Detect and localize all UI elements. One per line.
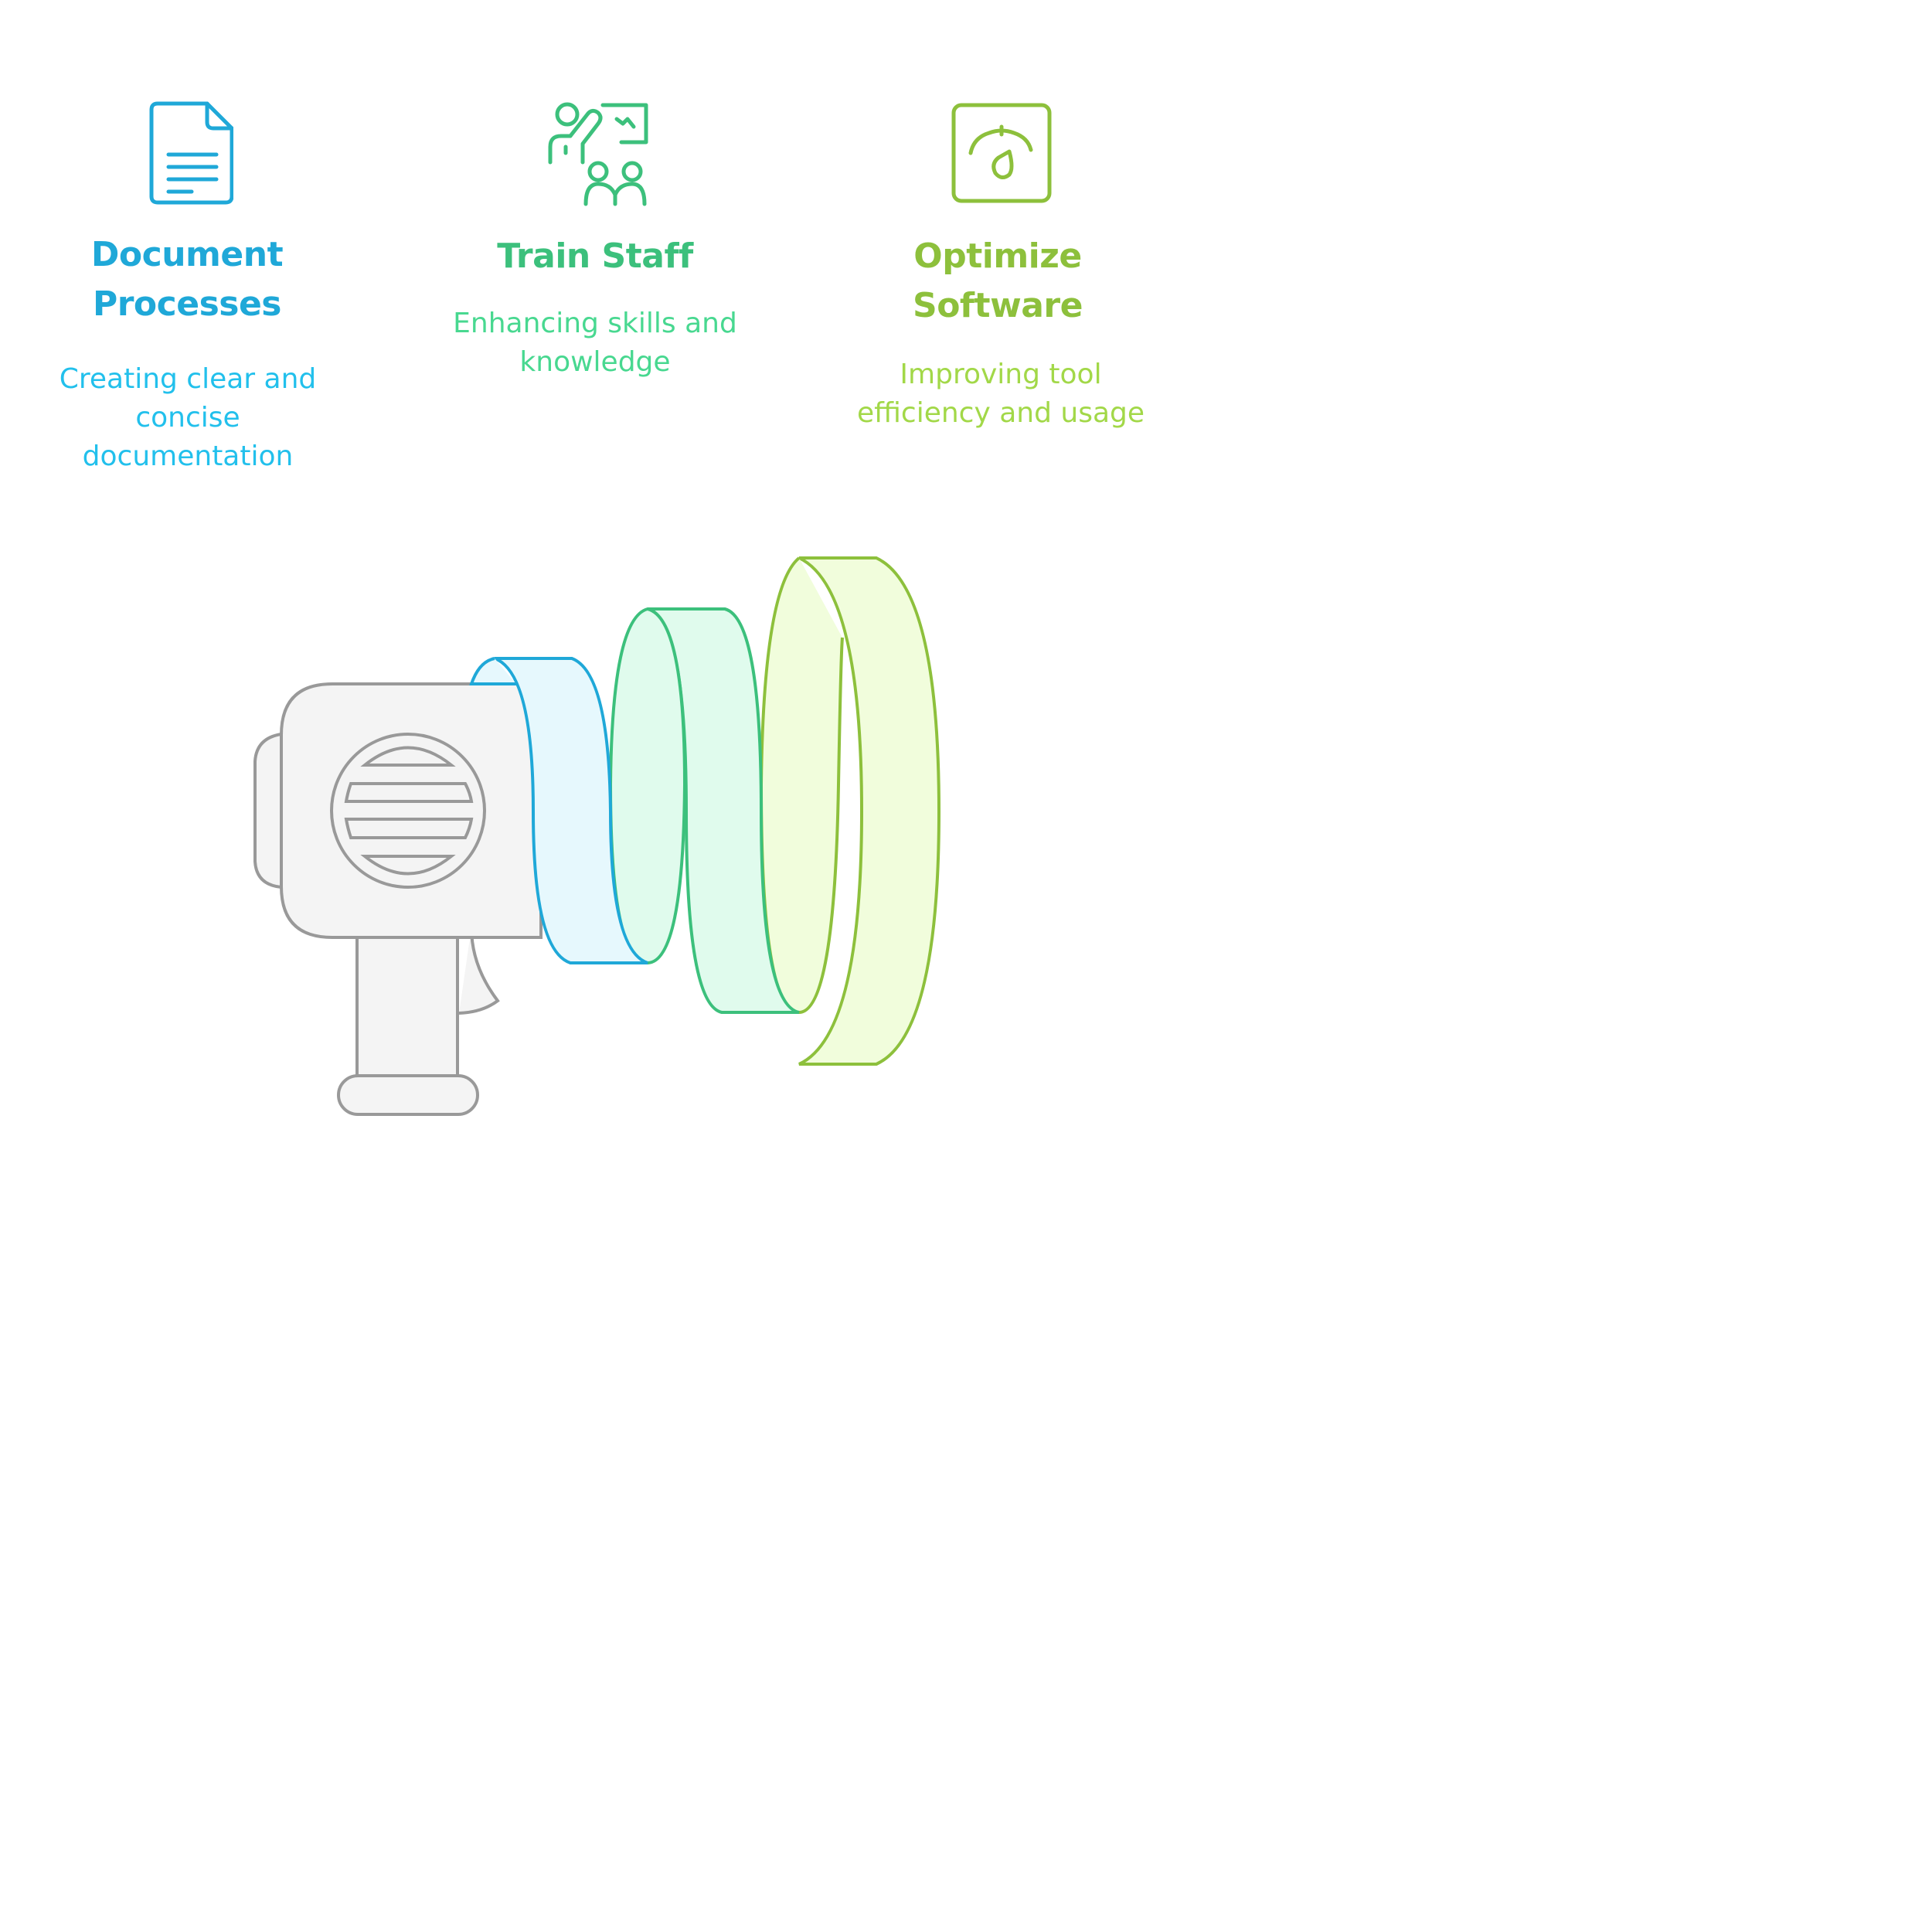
ring-document-processes: [469, 657, 648, 964]
presentation-training-icon: [548, 102, 648, 206]
item-description: Creating clear and concise documentation: [59, 363, 317, 472]
item-optimize-software: Optimize Software Improving tool efficie…: [850, 93, 1151, 448]
item-description: Improving tool efficiency and usage: [856, 359, 1145, 429]
megaphone-icon: [253, 682, 543, 1116]
megaphone-illustration: [253, 556, 941, 1116]
item-title: Train Staff: [497, 236, 693, 276]
item-title: Document Processes: [90, 235, 284, 324]
item-document-processes: Document Processes Creating clear and co…: [31, 93, 344, 479]
ring-train-staff: [608, 607, 800, 1014]
item-title: Optimize Software: [913, 236, 1083, 325]
speedometer-icon: [951, 103, 1052, 203]
item-description: Enhancing skills and knowledge: [453, 308, 737, 378]
ring-optimize-software: [759, 556, 941, 1066]
item-train-staff: Train Staff Enhancing skills and knowled…: [448, 93, 742, 402]
document-icon: [149, 101, 233, 205]
